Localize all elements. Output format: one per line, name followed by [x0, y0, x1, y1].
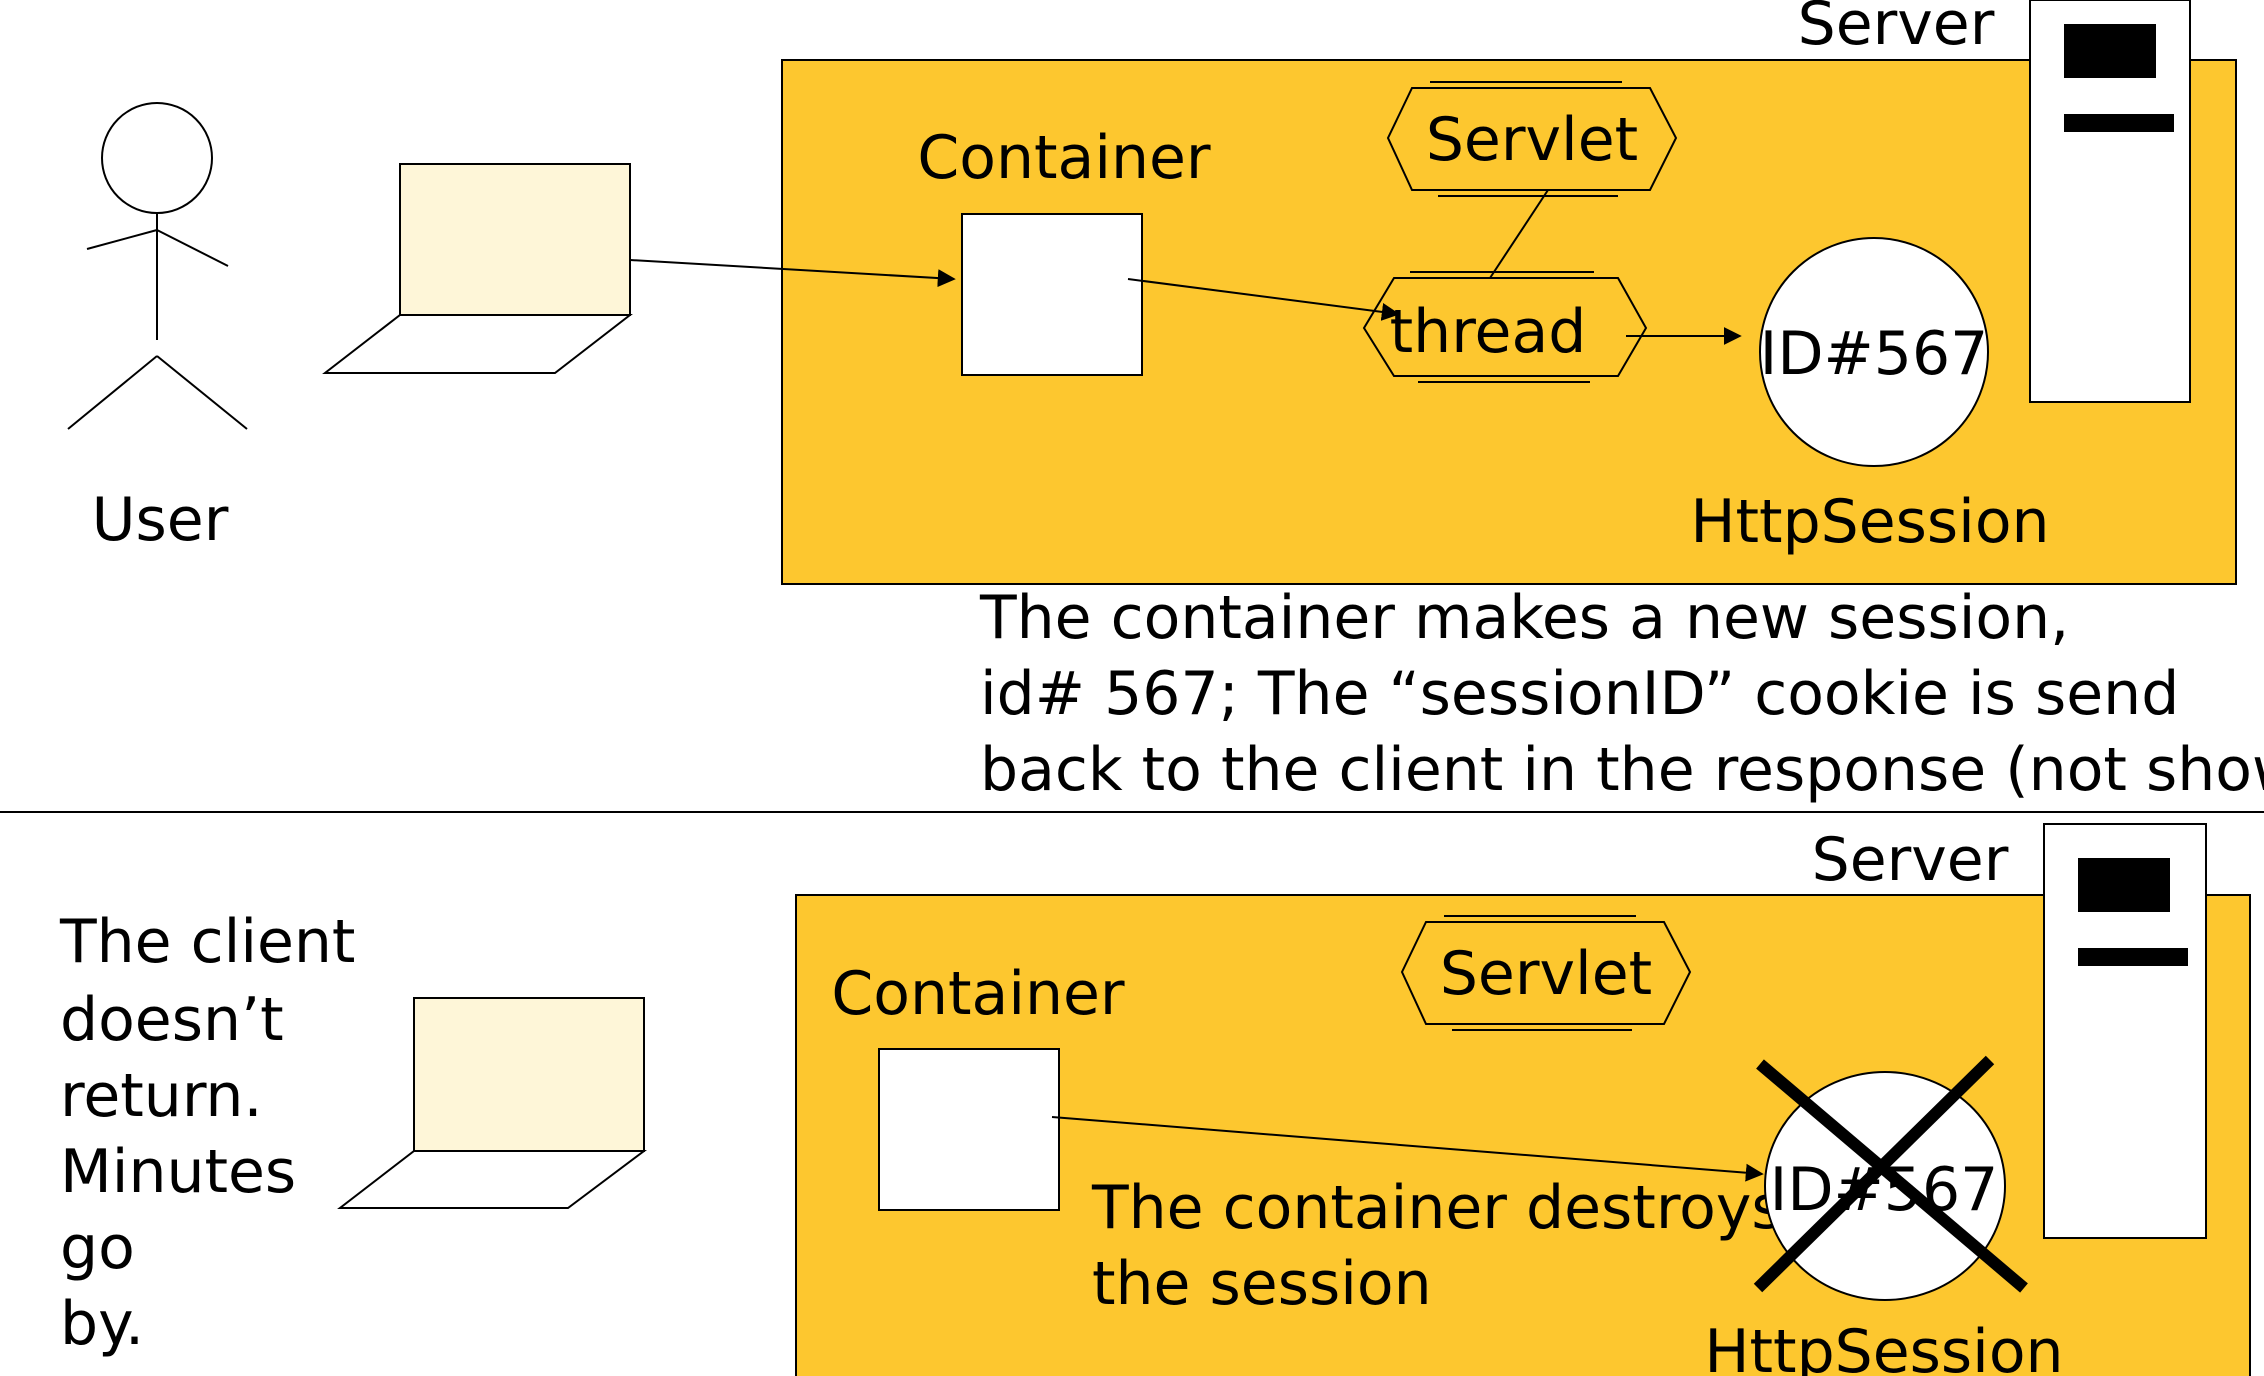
client-note-line: The client — [59, 907, 355, 977]
servlet-label: Servlet — [1426, 105, 1638, 175]
thread-shape — [1362, 271, 1648, 383]
session-label: HttpSession — [1704, 1317, 2063, 1376]
laptop-icon — [337, 997, 647, 1209]
container-box — [878, 1048, 1060, 1211]
caption-line: The container makes a new session, — [979, 583, 2069, 653]
bottom-panel: Server The client doesn’t return. Minute… — [59, 823, 2251, 1376]
user-icon — [67, 102, 248, 430]
servlet-shape — [1400, 915, 1692, 1031]
session-id: ID#567 — [1760, 319, 1989, 389]
session-caption: The container makes a new session, id# 5… — [979, 583, 2264, 805]
top-panel: Server User Container Servlet — [67, 0, 2264, 805]
client-note-line: doesn’t — [60, 985, 284, 1055]
server-label: Server — [1798, 0, 1995, 59]
dispatch-arrow — [1127, 278, 1400, 321]
thread-label: thread — [1390, 297, 1587, 367]
caption-line: back to the client in the response (not … — [980, 735, 2264, 805]
destroy-caption: The container destroys the session — [1091, 1173, 1802, 1319]
client-note-line: Minutes — [60, 1137, 296, 1207]
session-destroy-arrow — [1051, 1116, 1764, 1182]
server-icon — [2029, 0, 2191, 403]
user-label: User — [92, 485, 229, 555]
session-ellipse — [1764, 1071, 2006, 1301]
servlet-label: Servlet — [1440, 939, 1652, 1009]
session-ellipse — [1759, 237, 1989, 467]
client-note-line: by. — [60, 1289, 144, 1359]
destroyed-x-icon — [1753, 1055, 2028, 1293]
client-note-line: return. — [60, 1061, 263, 1131]
server-label: Server — [1812, 825, 2009, 895]
servlet-thread-link — [1489, 189, 1549, 279]
container-label: Container — [917, 123, 1211, 193]
container-label: Container — [831, 959, 1125, 1029]
laptop-icon — [322, 163, 633, 374]
request-arrow — [629, 259, 956, 288]
servlet-shape — [1386, 81, 1678, 197]
destroy-caption-line: The container destroys — [1091, 1173, 1783, 1243]
server-icon — [2043, 823, 2207, 1239]
destroy-caption-line: the session — [1092, 1249, 1432, 1319]
session-label: HttpSession — [1690, 487, 2049, 557]
container-box — [961, 213, 1143, 376]
caption-line: id# 567; The “sessionID” cookie is send — [980, 659, 2179, 729]
client-note: The client doesn’t return. Minutes go by… — [59, 907, 375, 1359]
client-note-line: go — [60, 1213, 135, 1283]
